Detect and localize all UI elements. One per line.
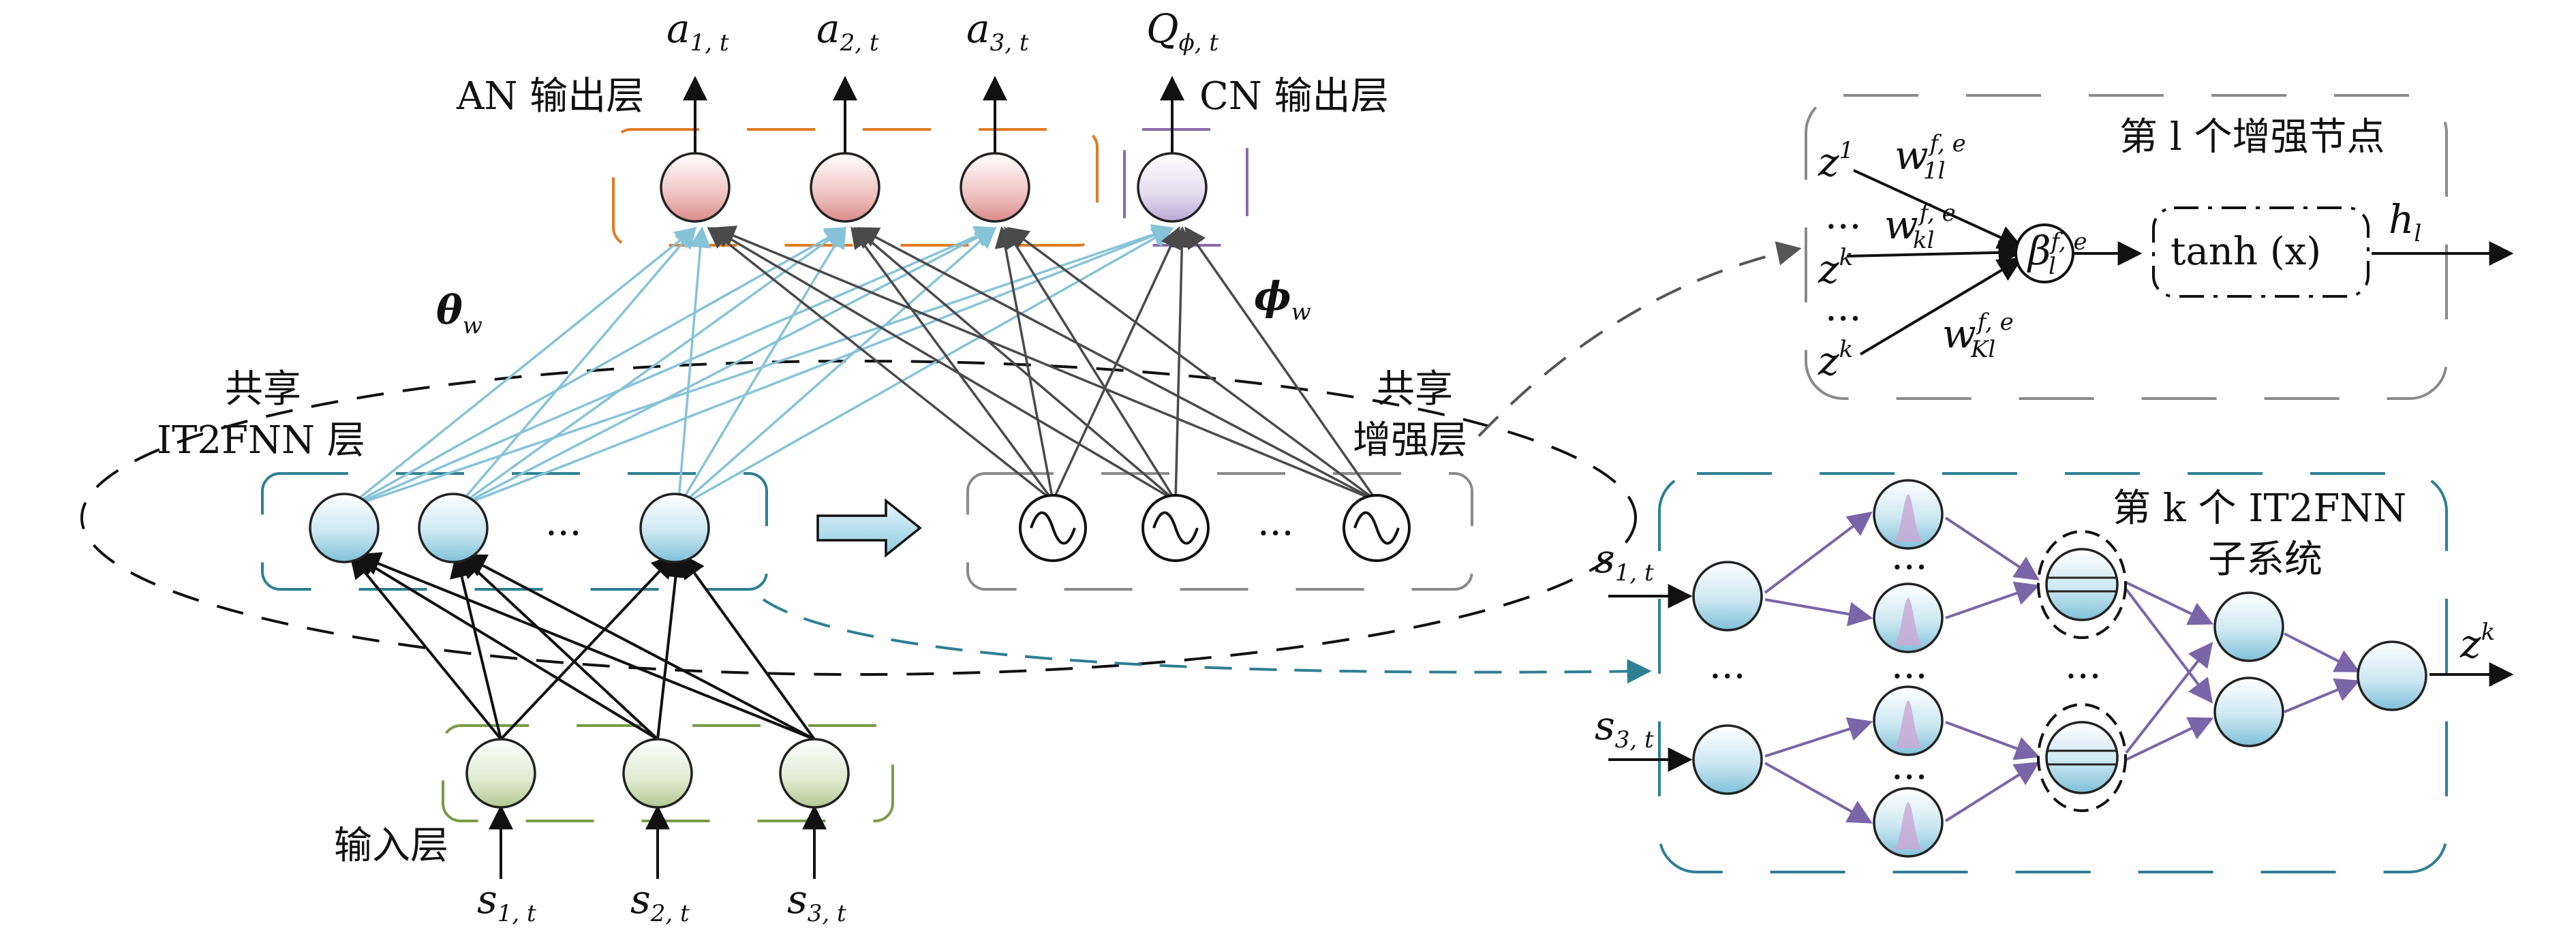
shared-layer-ellipse [80, 360, 1637, 676]
input-edges [349, 552, 816, 741]
it2fnn-node-3 [639, 493, 710, 563]
input-node-2 [622, 738, 693, 809]
rule-nodes [2037, 530, 2127, 812]
link-to-subsystem-box [762, 598, 1652, 684]
subsystem-title-2: 子系统 [2208, 538, 2322, 582]
enhance-ellipsis: ... [1257, 500, 1293, 544]
output-a3: a3, t [966, 5, 1029, 57]
subsystem-input-nodes [1692, 561, 1763, 795]
subsystem-s3: s3, t [1595, 702, 1654, 754]
output-nodes [660, 152, 1208, 223]
cn-output-node [1137, 152, 1208, 223]
output-q: Qϕ, t [1146, 5, 1218, 57]
an-output-label: AN 输出层 [456, 74, 644, 119]
input-s2: s2, t [630, 876, 690, 927]
enhance-dots-1: ... [1825, 193, 1861, 238]
an-output-box [612, 128, 1099, 247]
subsystem-s1: s1, t [1595, 535, 1654, 587]
output-arrows [683, 76, 1184, 155]
enhance-dots-2: ... [1825, 285, 1861, 330]
subsystem-title-1: 第 k 个 IT2FNN [2113, 486, 2406, 531]
input-nodes [465, 738, 850, 809]
it2fnn-node-2 [418, 493, 489, 563]
subsystem-dots-4: ... [1891, 744, 1927, 788]
subsystem-output-node [2357, 640, 2427, 711]
membership-nodes [1873, 479, 1944, 858]
enhance-zk1: zk [1818, 244, 1853, 292]
phi-label: ϕw [1254, 273, 1311, 326]
input-arrows [489, 805, 827, 879]
rule-node-1 [2037, 530, 2127, 639]
enhance-z1: z1 [1818, 137, 1854, 185]
enhancement-node-1 [1019, 494, 1087, 562]
subsystem-zk: zk [2459, 619, 2495, 667]
subsystem-dots-5: ... [2065, 643, 2101, 687]
subsystem-edges [1764, 511, 2361, 824]
beta-node [2014, 223, 2074, 283]
shared-enhance-label-1: 共享 [1377, 367, 1453, 411]
enhance-zk2: zk [1818, 336, 1853, 384]
theta-label: θw [436, 287, 482, 339]
link-to-enhance-box [1477, 241, 1802, 437]
input-layer-label: 输入层 [334, 824, 448, 868]
enhancement-nodes [1019, 494, 1411, 562]
shared-it2fnn-label-1: 共享 [225, 367, 301, 411]
an-output-node-1 [660, 152, 731, 223]
shared-enhance-label-2: 增强层 [1353, 418, 1467, 463]
input-node-1 [465, 738, 536, 809]
it2fnn-ellipsis: ... [545, 500, 581, 544]
cn-output-label: CN 输出层 [1199, 74, 1389, 119]
output-a1: a1, t [666, 5, 729, 57]
an-output-node-2 [810, 152, 880, 223]
it2fnn-nodes [309, 493, 710, 563]
enhance-node-title: 第 l 个增强节点 [2119, 115, 2385, 159]
tanh-label: tanh (x) [2171, 230, 2321, 274]
subsystem-dots-1: ... [1709, 643, 1745, 687]
subsystem-dots-2: ... [1891, 534, 1927, 578]
input-s1: s1, t [477, 876, 536, 927]
input-s3: s3, t [787, 876, 846, 927]
type-reduction-nodes [2213, 591, 2284, 747]
enhancement-node-2 [1141, 494, 1210, 562]
h-label: hl [2389, 196, 2421, 247]
it2fnn-node-1 [309, 493, 380, 563]
phi-edges [707, 226, 1378, 502]
enhance-node-edges [1846, 169, 2514, 356]
output-a2: a2, t [816, 5, 879, 57]
enhance-node-box [1805, 94, 2448, 400]
membership-node-2 [1873, 582, 1944, 653]
input-node-3 [779, 738, 850, 809]
shared-it2fnn-label-2: IT2FNN 层 [157, 418, 365, 463]
enhancement-layer-box [966, 472, 1473, 591]
an-output-node-3 [960, 152, 1030, 223]
membership-node-3 [1873, 685, 1944, 756]
it2fnn-layer-box [261, 472, 768, 591]
rule-node-2 [2037, 703, 2127, 812]
transform-arrow [816, 498, 922, 558]
enhancement-node-3 [1343, 494, 1411, 562]
subsystem-dots-3: ... [1891, 643, 1927, 687]
membership-node-4 [1873, 787, 1944, 858]
subsystem-io-arrows [1608, 584, 2514, 772]
membership-node-1 [1873, 479, 1944, 550]
subsystem-box [1658, 472, 2448, 873]
